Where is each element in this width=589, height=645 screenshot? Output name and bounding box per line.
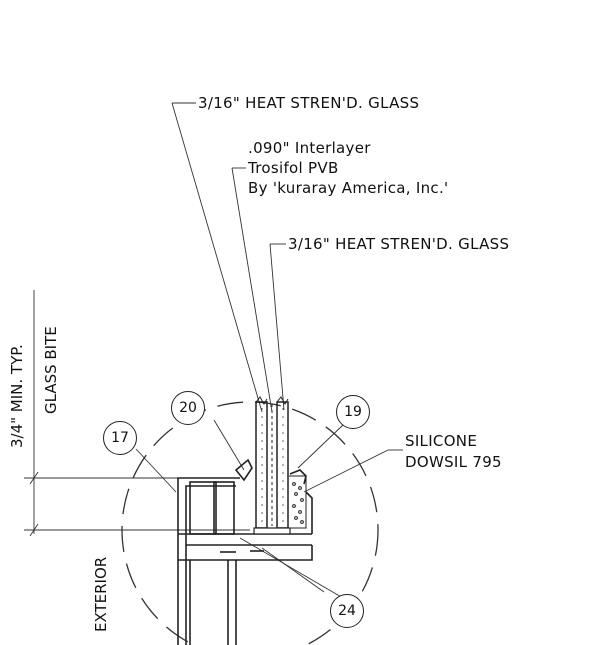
- interlayer-label-line1: .090" Interlayer: [248, 139, 371, 157]
- frame-profile: [177, 458, 313, 645]
- setting-block: [253, 527, 291, 535]
- glass-bite-label: GLASS BITE: [42, 326, 60, 414]
- leader-lines: [135, 102, 403, 599]
- interlayer-label-line3: By 'kuraray America, Inc.': [248, 179, 449, 197]
- laminated-glass: [255, 396, 289, 529]
- inner-glass-label: 3/16" HEAT STREN'D. GLASS: [288, 235, 510, 253]
- outer-glass-label: 3/16" HEAT STREN'D. GLASS: [198, 94, 420, 112]
- silicone-label-line2: DOWSIL 795: [405, 453, 502, 471]
- callout-24: 24: [330, 594, 364, 628]
- callout-19: 19: [336, 395, 370, 429]
- silicone-label-line1: SILICONE: [405, 432, 478, 450]
- silicone-sealant: [289, 475, 307, 529]
- bite-dimension-label: 3/4" MIN. TYP.: [8, 344, 26, 448]
- interlayer-label-line2: Trosifol PVB: [248, 159, 339, 177]
- exterior-label: EXTERIOR: [92, 556, 110, 632]
- callout-17: 17: [103, 421, 137, 455]
- callout-20: 20: [171, 391, 205, 425]
